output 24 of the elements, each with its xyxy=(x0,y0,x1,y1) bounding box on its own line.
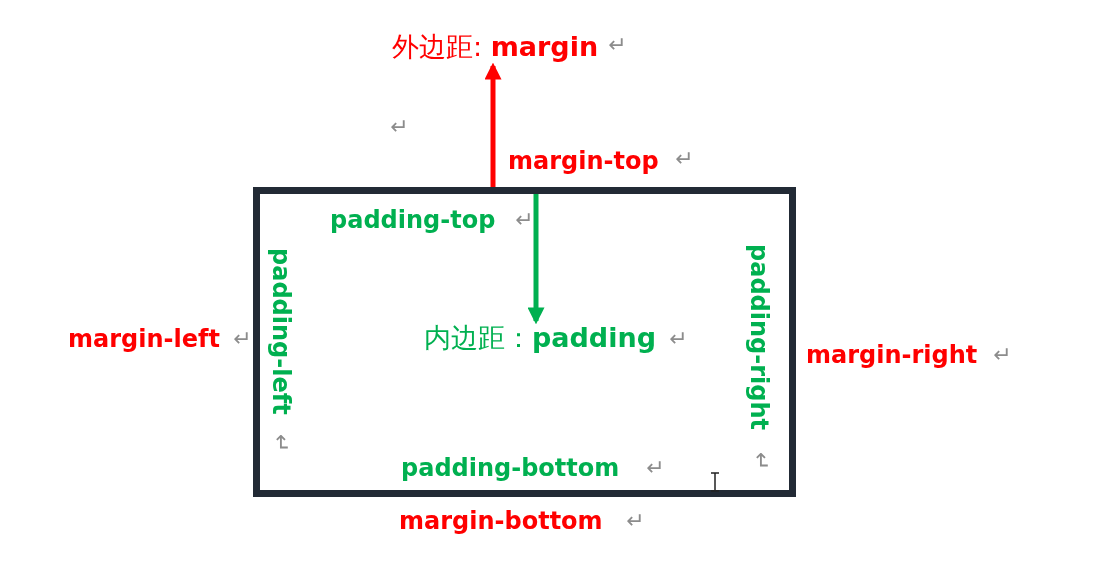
heading-label: 内边距：padding xyxy=(424,321,656,355)
arrow xyxy=(484,62,502,187)
edge-name-label: margin-top xyxy=(508,146,659,176)
return-mark: ↵ xyxy=(669,325,688,353)
edge-name-label: margin-right xyxy=(806,340,978,370)
heading-label: 外边距: margin xyxy=(392,30,599,64)
edge-name-label: padding-left xyxy=(266,248,296,415)
edge-name-label: padding-right xyxy=(744,244,774,430)
return-mark: ↵ xyxy=(608,31,627,59)
return-mark: ↵ xyxy=(390,113,409,141)
return-mark: ↵ xyxy=(626,507,645,535)
edge-name-label: padding-bottom xyxy=(401,453,620,483)
return-mark: ↵ xyxy=(748,451,776,471)
return-mark: ↵ xyxy=(233,325,252,353)
edge-name-label: margin-left xyxy=(68,324,220,354)
return-mark: ↵ xyxy=(646,454,665,482)
return-mark: ↵ xyxy=(993,341,1012,369)
edge-name-label: margin-bottom xyxy=(399,506,603,536)
box-frame xyxy=(253,187,796,497)
edge-name-label: padding-top xyxy=(330,205,496,235)
return-mark: ↵ xyxy=(268,433,296,453)
return-mark: ↵ xyxy=(515,206,534,234)
return-mark: ↵ xyxy=(675,145,694,173)
arrow xyxy=(527,194,545,325)
